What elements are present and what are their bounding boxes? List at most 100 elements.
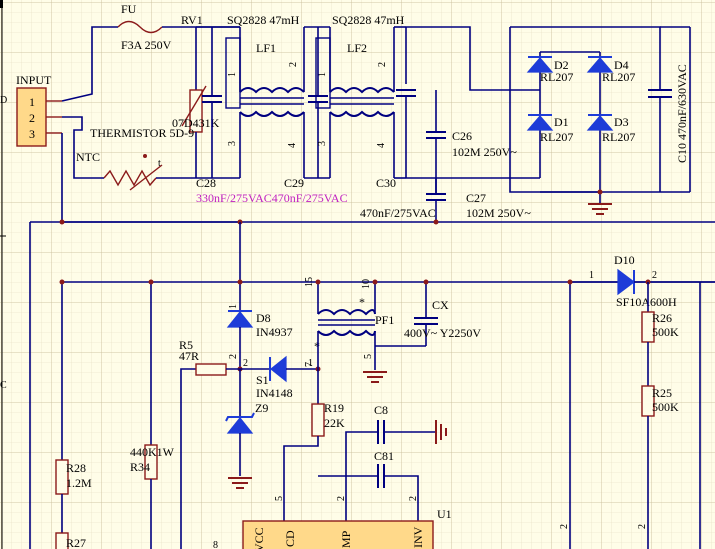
u1-pin-num-2b: 2 (408, 496, 419, 501)
u1-pin-cd: CD (283, 530, 297, 547)
diode-d4 (586, 57, 614, 73)
resistor-r19 (311, 403, 325, 437)
svg-text:2: 2 (288, 62, 299, 67)
right-wire-pin-2: 2 (559, 524, 570, 529)
lf1-winding-top (239, 87, 305, 94)
pf1-label: PF1 (375, 313, 394, 327)
d4-label: D4 (614, 58, 629, 72)
pf1-winding-bottom (317, 329, 376, 336)
r25-value: 500K (652, 400, 679, 414)
svg-text:1: 1 (228, 304, 239, 309)
d8-label: D8 (256, 311, 271, 325)
svg-text:1: 1 (317, 72, 328, 77)
diode-d2 (526, 57, 554, 73)
svg-text:4: 4 (376, 143, 387, 148)
u1-pin-vcc: VCC (252, 527, 266, 549)
d2-label: D2 (554, 58, 569, 72)
pf1-winding-top (317, 309, 376, 316)
pf1-dot-bottom: * (314, 339, 320, 353)
lf2-type: SQ2828 47mH (332, 13, 405, 27)
diode-d1 (526, 115, 554, 131)
rv1-value: 07D431K (172, 116, 220, 130)
c8-label: C8 (374, 403, 388, 417)
cx-value: 400V~ Y2250V (404, 326, 481, 340)
u1-pin-inv: INV (411, 526, 425, 548)
input-connector-label: INPUT (16, 73, 52, 87)
resistor-r27 (55, 532, 69, 549)
d3-value: RL207 (602, 130, 635, 144)
svg-text:2: 2 (228, 354, 239, 359)
svg-text:3: 3 (227, 141, 238, 146)
c81-label: C81 (374, 449, 394, 463)
c27-value: 102M 250V~ (466, 206, 531, 220)
diode-d10 (617, 268, 635, 296)
c29-label: C29 (284, 176, 304, 190)
ic-u1 (242, 520, 434, 549)
ntc-pin-t: t (158, 158, 161, 169)
d10-label: D10 (614, 253, 635, 267)
fuse-value: F3A 250V (121, 38, 172, 52)
cx-label: CX (432, 298, 449, 312)
r5-pin-2: 2 (243, 358, 248, 369)
d4-value: RL207 (602, 70, 635, 84)
d1-value: RL207 (540, 130, 573, 144)
svg-text:4: 4 (287, 143, 298, 148)
c10-label: C10 470nF/630VAC (675, 64, 689, 163)
lf2-label: LF2 (347, 41, 367, 55)
u1-label: U1 (437, 507, 452, 521)
lf1-label: LF1 (256, 41, 276, 55)
c30-value: 470nF/275VAC (360, 206, 436, 220)
pf1-pin-15: 15 (304, 277, 315, 287)
c26-label: C26 (452, 129, 472, 143)
lf1-type: SQ2828 47mH (227, 13, 300, 27)
r26-value: 500K (652, 325, 679, 339)
input-pin-2-label: 2 (29, 111, 35, 125)
pf1-pin-10: 10 (361, 279, 372, 289)
d10-pin-1: 1 (589, 270, 594, 281)
r26-label: R26 (652, 311, 672, 325)
s1-pin-1: 1 (308, 358, 313, 369)
lf2-winding-bottom (329, 110, 395, 117)
svg-text:2: 2 (377, 62, 388, 67)
ntc-label: NTC (76, 150, 100, 164)
u1-pin-8: 8 (213, 540, 218, 549)
ntc-thermistor (103, 169, 157, 187)
fuse-symbol (117, 20, 163, 34)
r5-value: 47R (179, 349, 199, 363)
rv1-label: RV1 (181, 13, 203, 27)
d2-value: RL207 (540, 70, 573, 84)
side-marker-d: D (0, 95, 7, 106)
x-caps-values: 330nF/275VAC470nF/275VAC (196, 191, 348, 205)
c26-value: 102M 250V~ (452, 145, 517, 159)
pf1-pin-7: 7 (304, 362, 315, 367)
svg-text:3: 3 (317, 141, 328, 146)
thermistor-label: THERMISTOR 5D-9 (90, 126, 194, 140)
r25-label: R25 (652, 386, 672, 400)
d1-label: D1 (554, 115, 569, 129)
d8-value: IN4937 (256, 325, 293, 339)
svg-text:1: 1 (227, 72, 238, 77)
s1-label: S1 (256, 373, 269, 387)
d10-value: SF10A600H (616, 295, 677, 309)
r28-label: R28 (66, 461, 86, 475)
d10-pin-2: 2 (652, 270, 657, 281)
r34-value: 440K1W (130, 445, 175, 459)
r27-label: R27 (66, 536, 86, 549)
u1-pin-mp: MP (339, 530, 353, 548)
r19-value: 22K (324, 416, 345, 430)
r5-label: R5 (179, 338, 193, 352)
d3-label: D3 (614, 115, 629, 129)
c30-label: C30 (376, 176, 396, 190)
z9-label: Z9 (255, 401, 268, 415)
input-pin-1-label: 1 (29, 95, 35, 109)
fuse-label: FU (121, 2, 137, 16)
r34-label: R34 (130, 460, 150, 474)
r19-label: R19 (324, 401, 344, 415)
r28-value: 1.2M (66, 476, 92, 490)
input-pin-3-label: 3 (29, 127, 35, 141)
u1-pin-num-2a: 2 (336, 496, 347, 501)
r25-wire-pin-2: 2 (637, 524, 648, 529)
s1-value: IN4148 (256, 386, 293, 400)
